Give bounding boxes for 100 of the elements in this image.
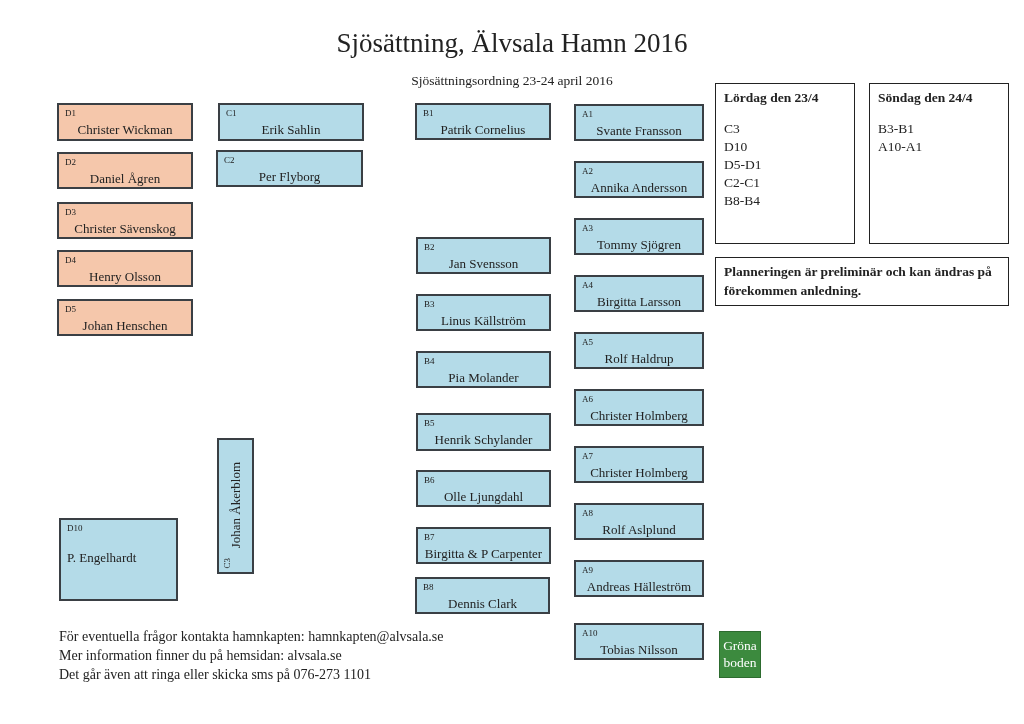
berth-number: D5 xyxy=(65,304,76,314)
berth-box xyxy=(218,103,364,141)
berth-box xyxy=(416,527,551,564)
boat-owner-name: Tobias Nilsson xyxy=(599,642,679,658)
berth-box xyxy=(574,104,704,141)
berth-number: B5 xyxy=(424,418,435,428)
berth-box xyxy=(574,503,704,540)
boat-owner-name: Tommy Sjögren xyxy=(596,237,682,253)
boat-owner-name: Erik Sahlin xyxy=(260,122,322,138)
schedule-panel xyxy=(715,83,855,244)
boat-owner-name: Pia Molander xyxy=(447,370,520,386)
schedule-entry: D5-D1 xyxy=(724,156,763,174)
schedule-entry: B3-B1 xyxy=(878,120,915,138)
boat-owner-name: Daniel Ågren xyxy=(88,171,162,187)
schedule-panel xyxy=(869,83,1009,244)
berth-number: C1 xyxy=(226,108,237,118)
berth-box xyxy=(416,470,551,507)
berth-number: C3 xyxy=(222,558,232,569)
berth-box xyxy=(59,518,178,601)
berth-box xyxy=(416,413,551,451)
berth-box xyxy=(57,152,193,189)
schedule-heading: Lördag den 23/4 xyxy=(724,90,820,106)
boat-owner-name: Andreas Hälleström xyxy=(585,579,693,595)
berth-box xyxy=(57,103,193,141)
berth-box xyxy=(574,389,704,426)
footer-text: Det går även att ringa eller skicka sms på 076-273 1101 xyxy=(59,667,372,683)
berth-box xyxy=(416,294,551,331)
boat-owner-name: Birgitta & P Carpenter xyxy=(423,546,544,562)
berth-number: A7 xyxy=(582,451,593,461)
boat-owner-name: Rolf Aslplund xyxy=(601,522,677,538)
boat-owner-name: Rolf Haldrup xyxy=(603,351,675,367)
berth-box xyxy=(416,237,551,274)
schedule-entry: C3 xyxy=(724,120,741,138)
berth-number: A3 xyxy=(582,223,593,233)
berth-box xyxy=(574,623,704,660)
title: Sjösättning, Älvsala Hamn 2016 xyxy=(335,28,689,59)
shed-box xyxy=(719,631,761,678)
berth-box xyxy=(574,275,704,312)
berth-number: B8 xyxy=(423,582,434,592)
boat-owner-name: Linus Källström xyxy=(440,313,527,329)
boat-owner-name: Johan Åkerblom xyxy=(228,462,244,549)
berth-box xyxy=(574,161,704,198)
boat-owner-name: Dennis Clark xyxy=(447,596,518,612)
boat-owner-name: Birgitta Larsson xyxy=(596,294,682,310)
berth-box xyxy=(217,438,254,574)
berth-number: D1 xyxy=(65,108,76,118)
boat-owner-name: Per Flyborg xyxy=(257,169,322,185)
berth-number: D4 xyxy=(65,255,76,265)
berth-box xyxy=(574,218,704,255)
berth-number: A9 xyxy=(582,565,593,575)
boat-owner-name: Olle Ljungdahl xyxy=(442,489,525,505)
berth-box xyxy=(57,299,193,336)
footer-text: För eventuella frågor kontakta hamnkapten: hamnkapten@alvsala.se xyxy=(59,629,444,645)
berth-box xyxy=(216,150,363,187)
schedule-entry: D10 xyxy=(724,138,749,156)
schedule-entry: B8-B4 xyxy=(724,192,761,210)
boat-owner-name: Jan Svensson xyxy=(447,256,520,272)
footer-text: Mer information finner du på hemsidan: alvsala.se xyxy=(59,648,342,664)
boat-owner-name: P. Engelhardt xyxy=(67,550,137,566)
berth-number: C2 xyxy=(224,155,235,165)
berth-number: D2 xyxy=(65,157,76,167)
berth-number: A6 xyxy=(582,394,593,404)
berth-number: A10 xyxy=(582,628,598,638)
berth-number: B7 xyxy=(424,532,435,542)
berth-box xyxy=(416,351,551,388)
notice-text: Planneringen är preliminär och kan ändras på förekommen anledning. xyxy=(724,263,993,300)
boat-owner-name: Christer Holmberg xyxy=(589,408,689,424)
berth-number: B4 xyxy=(424,356,435,366)
berth-box xyxy=(574,446,704,483)
berth-number: A8 xyxy=(582,508,593,518)
berth-number: A5 xyxy=(582,337,593,347)
berth-number: B6 xyxy=(424,475,435,485)
berth-box xyxy=(574,332,704,369)
boat-owner-name: Patrik Cornelius xyxy=(439,122,527,138)
berth-box xyxy=(57,250,193,287)
boat-owner-name: Henrik Schylander xyxy=(433,432,534,448)
berth-number: B3 xyxy=(424,299,435,309)
berth-box xyxy=(415,103,551,140)
boat-owner-name: Christer Holmberg xyxy=(589,465,689,481)
boat-owner-name: Annika Andersson xyxy=(589,180,689,196)
schedule-entry: A10-A1 xyxy=(878,138,924,156)
notice-panel xyxy=(715,257,1009,306)
berth-number: D3 xyxy=(65,207,76,217)
shed-name: Gröna boden xyxy=(722,637,758,671)
berth-number: B2 xyxy=(424,242,435,252)
boat-owner-name: Svante Fransson xyxy=(595,123,683,139)
berth-number: D10 xyxy=(67,523,83,533)
boat-owner-name: Christer Wickman xyxy=(76,122,174,138)
boat-owner-name: Christer Sävenskog xyxy=(73,221,177,237)
berth-number: A1 xyxy=(582,109,593,119)
berth-number: A2 xyxy=(582,166,593,176)
boat-owner-name: Henry Olsson xyxy=(88,269,162,285)
berth-number: A4 xyxy=(582,280,593,290)
subtitle: Sjösättningsordning 23-24 april 2016 xyxy=(410,73,614,89)
berth-box xyxy=(574,560,704,597)
schedule-entry: C2-C1 xyxy=(724,174,761,192)
berth-box xyxy=(57,202,193,239)
schedule-heading: Söndag den 24/4 xyxy=(878,90,974,106)
boat-owner-name: Johan Henschen xyxy=(81,318,169,334)
berth-number: B1 xyxy=(423,108,434,118)
